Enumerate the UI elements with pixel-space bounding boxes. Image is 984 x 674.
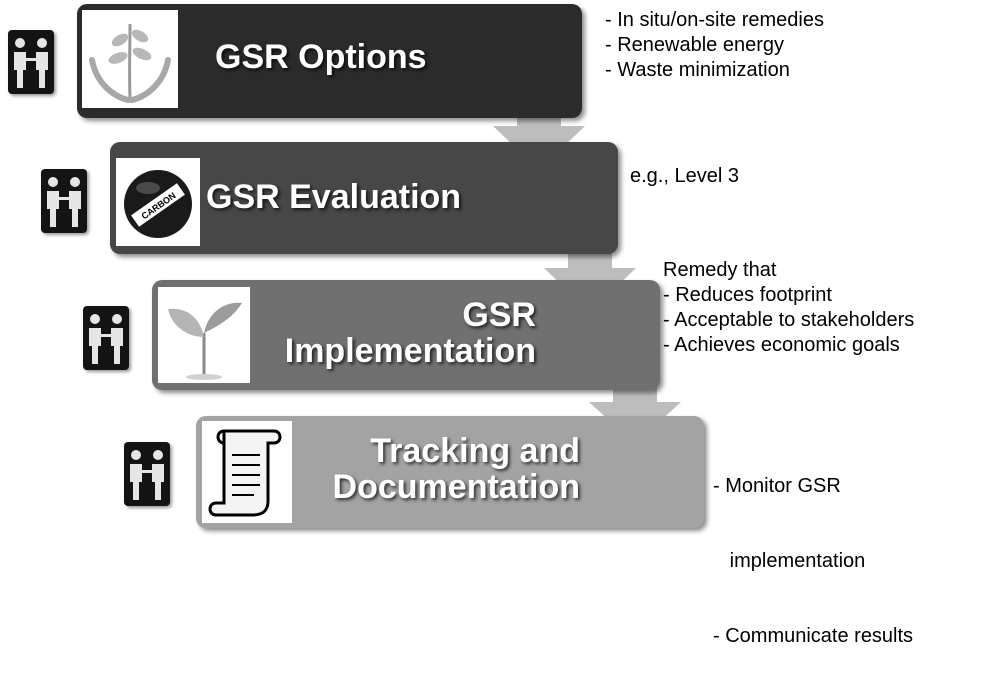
note-line: e.g., Level 3	[630, 165, 739, 187]
title-line: GSR Options	[215, 38, 427, 76]
handshake-people-icon	[8, 30, 54, 94]
note-line: - In situ/on-site remedies	[605, 9, 824, 31]
note-line: - Renewable energy	[605, 34, 784, 56]
down-arrow-2	[544, 226, 636, 312]
step-title: GSR Options	[215, 38, 427, 76]
title-line: GSR Evaluation	[206, 178, 462, 216]
note-line: - Monitor GSR	[713, 475, 841, 497]
step-notes: - Monitor GSR implementation - Communica…	[713, 424, 913, 674]
step-title: Tracking and Documentation	[302, 432, 580, 506]
step-title: GSR Evaluation	[206, 178, 462, 216]
note-line: - Waste minimization	[605, 59, 790, 81]
note-line: - Reduces footprint	[663, 284, 832, 306]
title-line: Tracking and	[370, 432, 580, 470]
note-line: - Achieves economic goals	[663, 334, 900, 356]
step-tracking-documentation: Tracking and Documentation	[196, 416, 704, 528]
scroll-icon	[202, 421, 292, 523]
step-notes: - In situ/on-site remedies - Renewable e…	[605, 8, 824, 83]
title-line: Documentation	[332, 467, 580, 506]
note-line: - Acceptable to stakeholders	[663, 309, 915, 331]
carbon-ball-icon: CARBON	[116, 158, 200, 246]
down-arrow-3	[589, 364, 681, 444]
down-arrow-1	[493, 84, 585, 170]
step-notes: e.g., Level 3	[630, 164, 739, 189]
note-line: - Communicate results	[713, 625, 914, 647]
title-line: Implementation	[284, 331, 536, 370]
handshake-people-icon	[41, 169, 87, 233]
handshake-people-icon	[83, 306, 129, 370]
handshake-people-icon	[124, 442, 170, 506]
note-line: implementation	[713, 550, 866, 572]
sprout-icon	[158, 287, 250, 383]
step-title: GSR Implementation	[256, 296, 536, 370]
step-notes: Remedy that - Reduces footprint - Accept…	[663, 258, 914, 358]
note-line: Remedy that	[663, 259, 777, 281]
step-gsr-implementation: GSR Implementation	[152, 280, 660, 390]
step-gsr-evaluation: CARBON GSR Evaluation	[110, 142, 618, 254]
title-line: GSR	[462, 296, 536, 334]
step-gsr-options: GSR Options	[77, 4, 582, 118]
hands-plant-icon	[82, 10, 178, 108]
